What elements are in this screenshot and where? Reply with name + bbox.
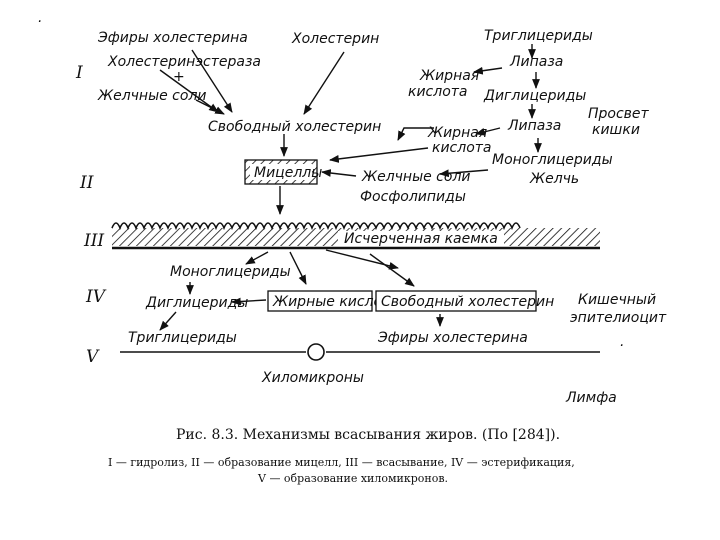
enterocyte-line1: Кишечный <box>578 292 656 308</box>
cholesterol-esterase-label: Холестеринэстераза <box>107 54 261 70</box>
micelles-box-inner <box>250 164 312 180</box>
fatty-acid-2-line1: Жирная <box>427 125 487 141</box>
lipase-2-label: Липаза <box>507 118 561 134</box>
intestinal-lumen-line1: Просвет <box>588 106 650 122</box>
micelles-label: Мицеллы <box>254 165 322 181</box>
level-ii-label: II <box>79 173 94 193</box>
monoglycerides-top-label: Моноглицериды <box>492 152 613 168</box>
brush-border-label: Исчерченная каемка <box>344 231 498 247</box>
brush-border-label-bg <box>338 231 504 246</box>
cholesterol-esters-label: Эфиры холестерина <box>97 30 248 46</box>
fatty-acids-box <box>267 290 373 312</box>
figure-legend-line2: V — образование хиломикронов. <box>257 472 448 485</box>
chylomicron-circle <box>307 343 325 361</box>
triglycerides-label: Триглицериды <box>484 28 593 44</box>
cholesterol-label: Холестерин <box>291 31 379 47</box>
enterocyte-line2: эпителиоцит <box>570 310 667 326</box>
chylomicrons-label: Хиломикроны <box>261 370 364 386</box>
figure-legend-line1: I — гидролиз, II — образование мицелл, I… <box>108 456 575 469</box>
fatty-acid-2-line2: кислота <box>432 140 492 156</box>
monoglycerides-low-label: Моноглицериды <box>170 264 291 280</box>
bile-salts-top-label: Желчные соли <box>97 88 207 104</box>
fatty-acid-1-line1: Жирная <box>419 68 479 84</box>
free-cholesterol-top-label: Свободный холестерин <box>208 119 381 135</box>
level-v-label: V <box>86 347 100 367</box>
bile-salts-mid-label: Желчные соли <box>361 169 471 185</box>
cholesterol-esters-low-label: Эфиры холестерина <box>377 330 528 346</box>
phospholipids-label: Фосфолипиды <box>360 189 466 205</box>
figure-caption: Рис. 8.3. Механизмы всасывания жиров. (П… <box>176 427 560 443</box>
level-iii-label: III <box>83 231 104 251</box>
level-i-label: I <box>75 63 83 83</box>
stray-dot: . <box>38 10 42 26</box>
triglycerides-low-label: Триглицериды <box>128 330 237 346</box>
plus-sign: + <box>173 69 185 85</box>
lymph-label: Лимфа <box>565 390 617 406</box>
diglycerides-low-label: Диглицериды <box>145 295 248 311</box>
stray-dot-2: . <box>620 334 624 350</box>
free-cholesterol-box <box>375 290 537 312</box>
free-cholesterol-box-label: Свободный холестерин <box>381 294 554 310</box>
bile-label: Желчь <box>529 171 579 187</box>
intestinal-lumen-line2: кишки <box>592 122 640 138</box>
fatty-acid-1-line2: кислота <box>408 84 468 100</box>
pathway-arrows <box>159 44 542 331</box>
fatty-acids-label: Жирные кислоты <box>272 294 401 310</box>
diglycerides-top-label: Диглицериды <box>483 88 586 104</box>
lipase-1-label: Липаза <box>509 54 563 70</box>
level-iv-label: IV <box>85 287 107 307</box>
